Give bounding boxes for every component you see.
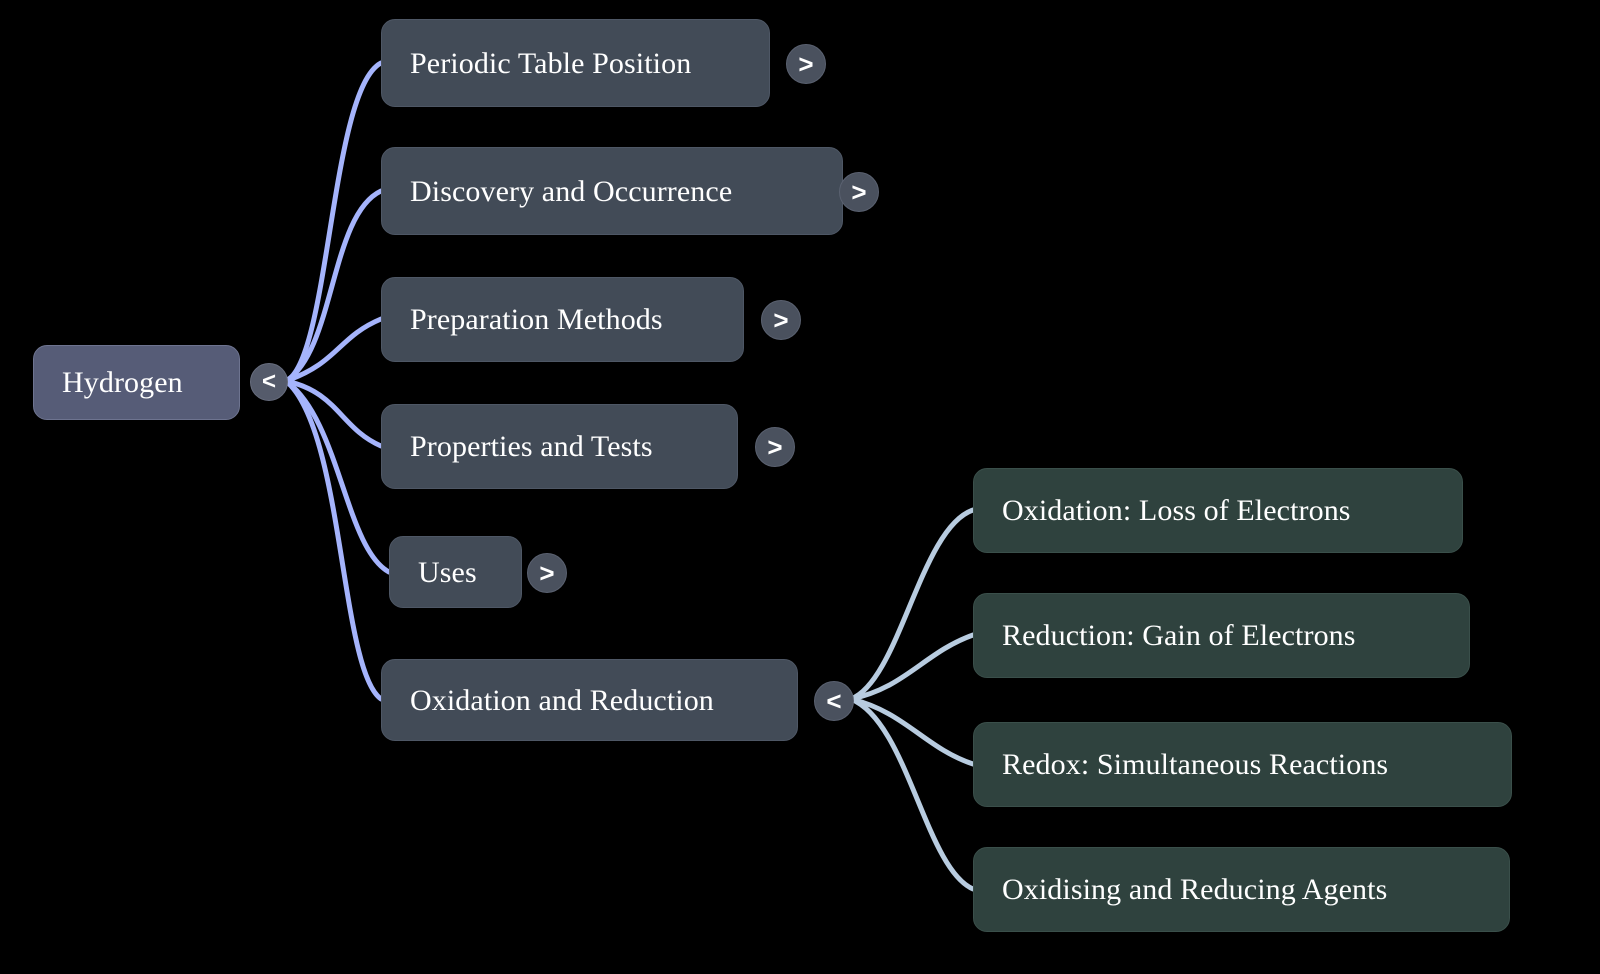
node-branch-label: Oxidation and Reduction (410, 683, 714, 717)
toggle-preparation-methods-expand[interactable]: > (761, 300, 801, 340)
node-branch-preparation-methods[interactable]: Preparation Methods (381, 277, 744, 362)
node-leaf-label: Redox: Simultaneous Reactions (1002, 748, 1389, 781)
edge-oxred-to-reduction-gain (848, 632, 976, 702)
node-leaf-redox-simultaneous-reactions[interactable]: Redox: Simultaneous Reactions (973, 722, 1512, 807)
node-leaf-label: Oxidation: Loss of Electrons (1002, 494, 1351, 527)
node-branch-periodic-table-position[interactable]: Periodic Table Position (381, 19, 770, 107)
node-branch-label: Properties and Tests (410, 430, 653, 463)
node-root-label: Hydrogen (62, 366, 183, 399)
toggle-root-collapse[interactable]: < (250, 363, 288, 401)
edge-oxred-to-redox-simultaneous (848, 696, 976, 767)
node-branch-label: Discovery and Occurrence (410, 174, 733, 208)
toggle-uses-expand[interactable]: > (527, 553, 567, 593)
edge-root-to-uses (283, 378, 392, 575)
node-branch-properties-and-tests[interactable]: Properties and Tests (381, 404, 738, 489)
node-leaf-oxidation-loss-of-electrons[interactable]: Oxidation: Loss of Electrons (973, 468, 1463, 553)
toggle-properties-and-tests-expand[interactable]: > (755, 427, 795, 467)
edge-root-to-preparation-methods (283, 316, 384, 384)
node-leaf-label: Oxidising and Reducing Agents (1002, 873, 1388, 906)
edge-root-to-properties-and-tests (283, 378, 384, 449)
toggle-oxidation-and-reduction-collapse[interactable]: < (814, 681, 854, 721)
node-root-hydrogen[interactable]: Hydrogen (33, 345, 240, 420)
node-leaf-oxidising-and-reducing-agents[interactable]: Oxidising and Reducing Agents (973, 847, 1510, 932)
node-branch-label: Periodic Table Position (410, 46, 692, 80)
node-branch-oxidation-and-reduction[interactable]: Oxidation and Reduction (381, 659, 798, 741)
node-branch-discovery-and-occurrence[interactable]: Discovery and Occurrence (381, 147, 843, 235)
node-branch-label: Preparation Methods (410, 303, 663, 336)
edge-root-to-discovery-and-occurrence (283, 188, 384, 384)
toggle-periodic-table-position-expand[interactable]: > (786, 44, 826, 84)
edge-root-to-oxidation-and-reduction (283, 378, 384, 702)
edge-oxred-to-oxidising-reducing-agents (848, 696, 976, 892)
node-leaf-reduction-gain-of-electrons[interactable]: Reduction: Gain of Electrons (973, 593, 1470, 678)
node-branch-label: Uses (418, 555, 477, 589)
node-leaf-label: Reduction: Gain of Electrons (1002, 619, 1356, 652)
toggle-discovery-and-occurrence-expand[interactable]: > (839, 172, 879, 212)
edge-root-to-periodic-table-position (283, 60, 384, 384)
edge-oxred-to-oxidation-loss (848, 507, 976, 702)
node-branch-uses[interactable]: Uses (389, 536, 522, 608)
